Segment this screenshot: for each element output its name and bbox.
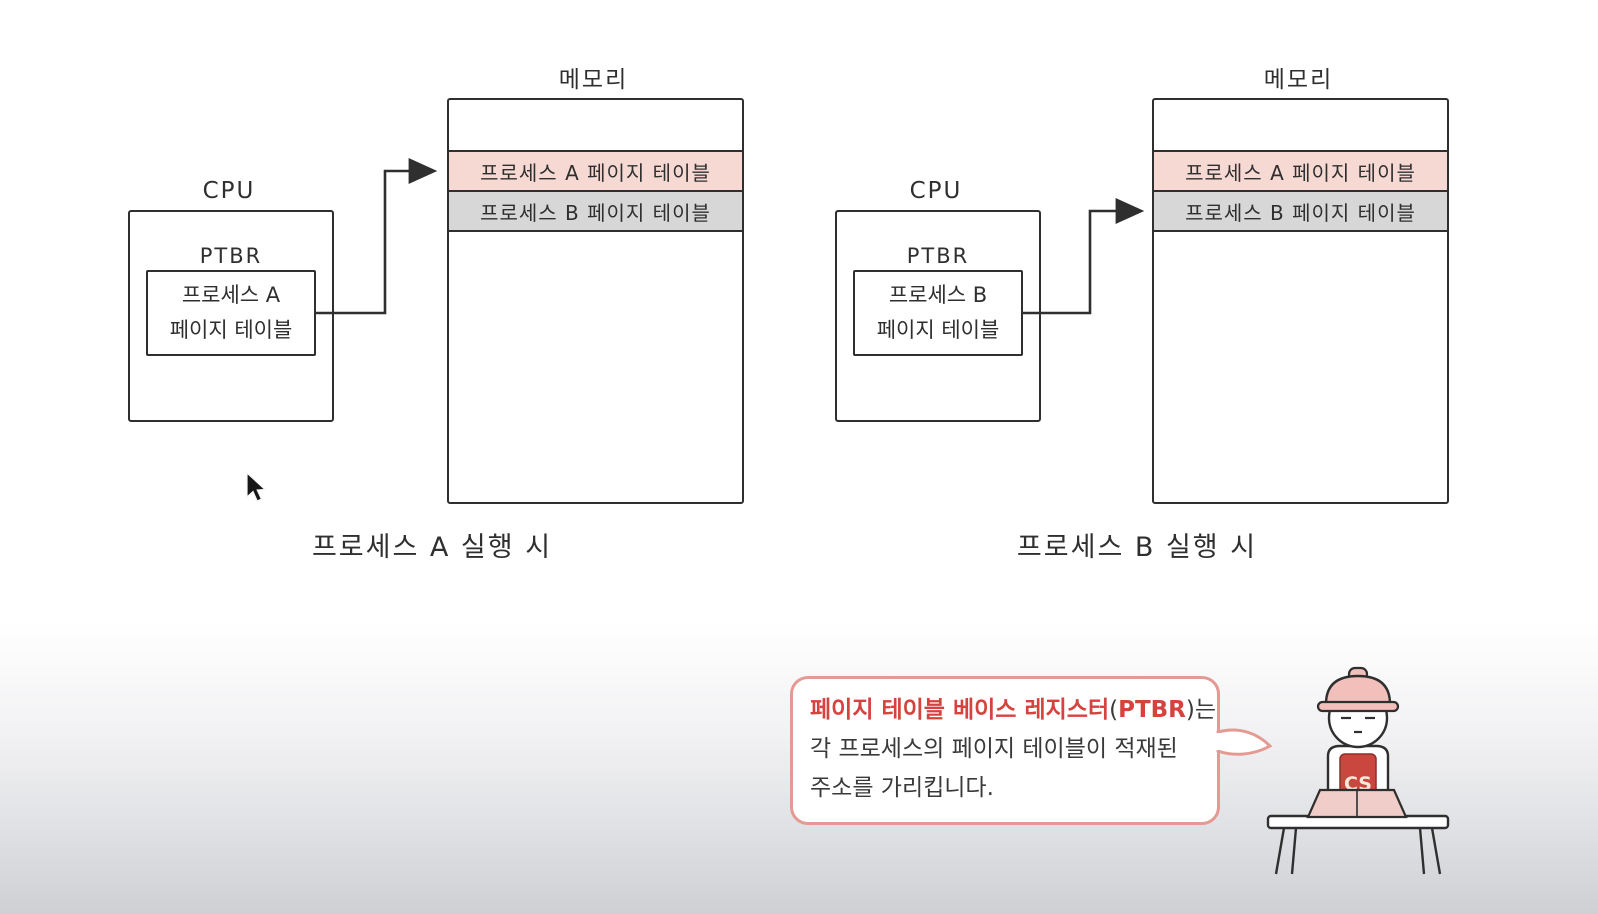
desk-legs (1274, 827, 1442, 875)
character-face (1341, 716, 1375, 734)
left-ptbr-register-box: 프로세스 A 페이지 테이블 (146, 270, 316, 356)
callout-highlight: 페이지 테이블 베이스 레지스터 (810, 697, 1110, 723)
mouse-cursor-icon (246, 472, 267, 502)
left-memory-title: 메모리 (558, 67, 629, 93)
ptbr-definition-callout: 페이지 테이블 베이스 레지스터(PTBR)는 각 프로세스의 페이지 테이블이… (790, 676, 1220, 825)
right-ptbr-value-line2: 페이지 테이블 (876, 318, 1000, 342)
callout-open-paren: ( (1109, 697, 1119, 723)
right-caption: 프로세스 B 실행 시 (1016, 532, 1258, 563)
right-memory-row-process-b: 프로세스 B 페이지 테이블 (1154, 192, 1447, 232)
left-cpu-title: CPU (202, 178, 256, 204)
hard-hat-icon (1316, 666, 1400, 713)
callout-close-paren: )는 (1185, 697, 1217, 723)
right-memory-row-process-a: 프로세스 A 페이지 테이블 (1154, 150, 1447, 192)
right-memory-box: 프로세스 A 페이지 테이블 프로세스 B 페이지 테이블 (1152, 98, 1449, 504)
left-memory-box: 프로세스 A 페이지 테이블 프로세스 B 페이지 테이블 (447, 98, 744, 504)
callout-tail (1214, 728, 1273, 756)
left-caption: 프로세스 A 실행 시 (311, 532, 553, 563)
right-cpu-box: PTBR 프로세스 B 페이지 테이블 (835, 210, 1041, 422)
left-ptbr-value-line1: 프로세스 A (181, 283, 281, 308)
left-ptbr-label: PTBR (199, 244, 263, 268)
callout-line-2: 각 프로세스의 페이지 테이블이 적재된 (810, 736, 1178, 762)
callout-acronym: PTBR (1118, 697, 1186, 723)
character-illustration: CS (1266, 666, 1450, 875)
right-memory-title: 메모리 (1263, 67, 1334, 93)
right-ptbr-register-box: 프로세스 B 페이지 테이블 (853, 270, 1023, 356)
right-ptbr-value-line1: 프로세스 B (888, 283, 988, 308)
left-memory-row-process-a: 프로세스 A 페이지 테이블 (449, 150, 742, 192)
left-memory-row-process-b: 프로세스 B 페이지 테이블 (449, 192, 742, 232)
left-ptbr-value-line2: 페이지 테이블 (169, 318, 293, 342)
callout-line-1: 페이지 테이블 베이스 레지스터(PTBR)는 (810, 691, 1216, 730)
right-cpu-title: CPU (909, 178, 963, 204)
laptop-icon (1306, 788, 1408, 819)
callout-line-3: 주소를 가리킵니다. (810, 775, 994, 801)
right-ptbr-label: PTBR (906, 244, 970, 268)
left-cpu-box: PTBR 프로세스 A 페이지 테이블 (128, 210, 334, 422)
